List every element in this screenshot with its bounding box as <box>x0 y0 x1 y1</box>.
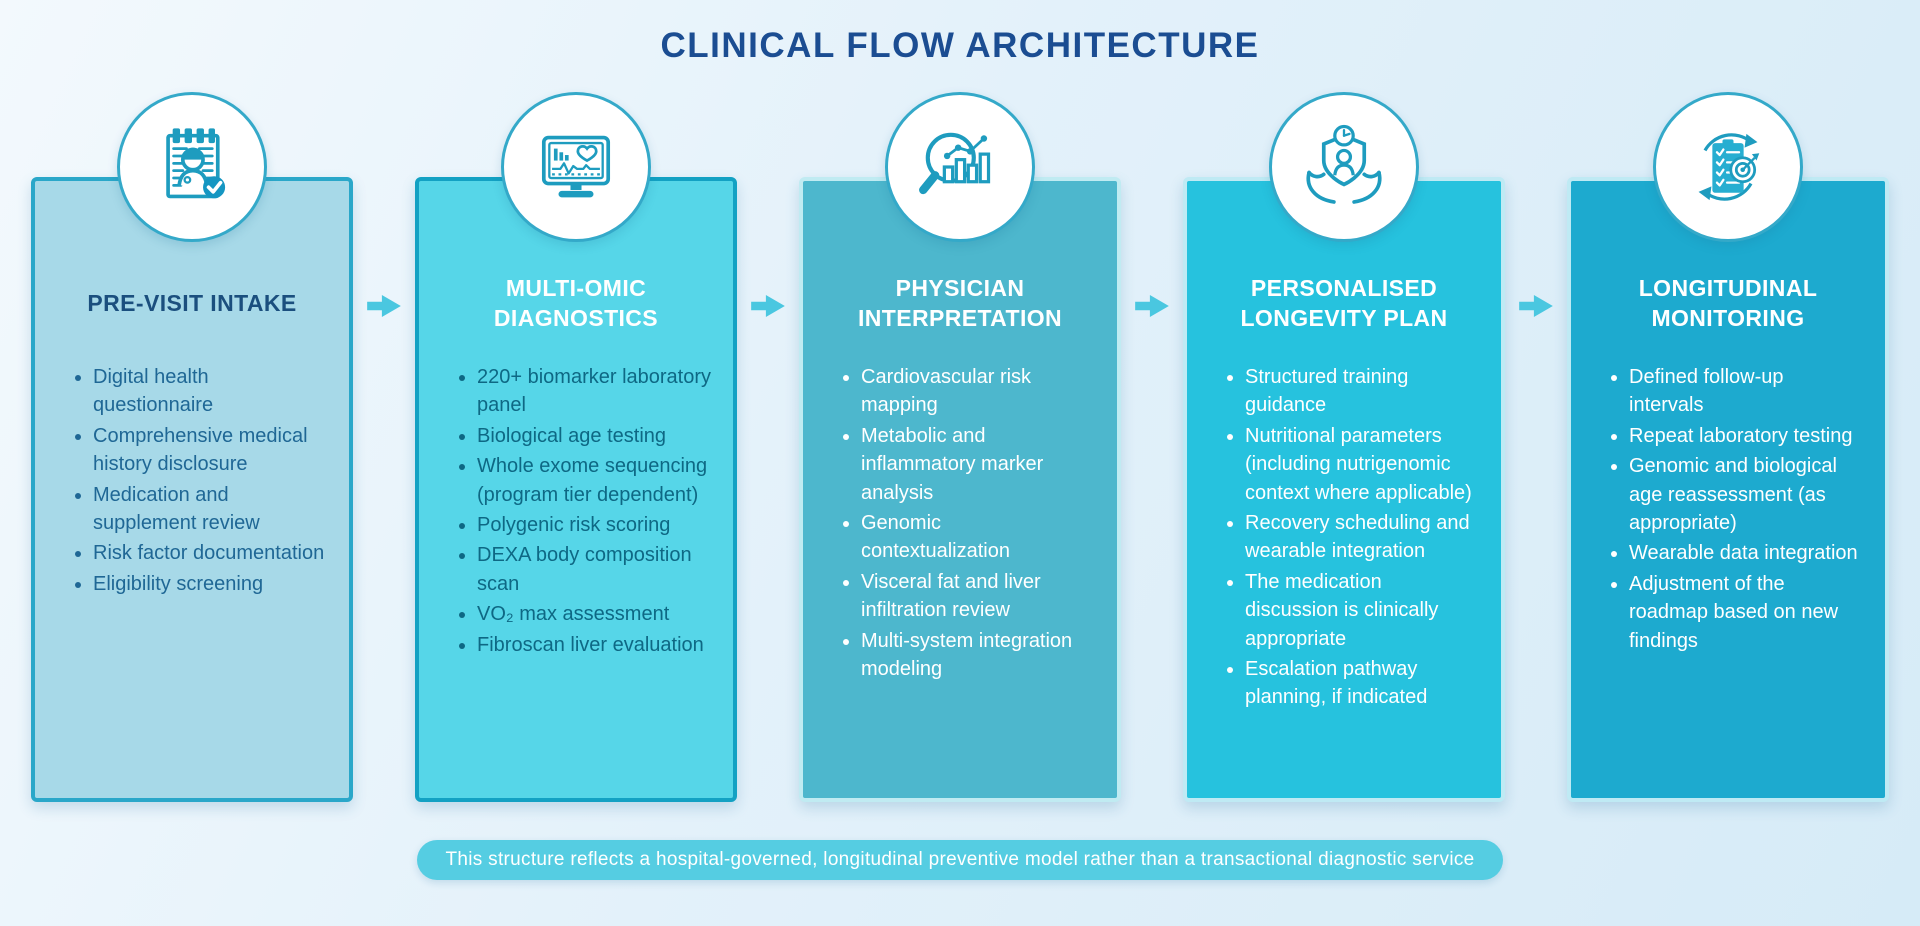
stage-items: Structured training guidanceNutritional … <box>1203 363 1485 712</box>
page-title: CLINICAL FLOW ARCHITECTURE <box>660 26 1260 65</box>
hands-shield-icon <box>1269 92 1419 242</box>
stage-card-body: PHYSICIAN INTERPRETATION Cardiovascular … <box>799 177 1121 802</box>
stage-card-4: PERSONALISED LONGEVITY PLAN Structured t… <box>1183 92 1505 802</box>
magnifier-chart-icon <box>885 92 1035 242</box>
stage-item: Medication and supplement review <box>93 481 327 538</box>
stage-item: VO₂ max assessment <box>477 600 711 628</box>
stage-card-2: MULTI-OMIC DIAGNOSTICS 220+ biomarker la… <box>415 92 737 802</box>
flow-arrow <box>353 92 415 320</box>
stage-items: Digital health questionnaireComprehensiv… <box>51 363 333 598</box>
stage-item: Escalation pathway planning, if indicate… <box>1245 655 1479 712</box>
stage-item: Structured training guidance <box>1245 363 1479 420</box>
stage-card-1: PRE-VISIT INTAKE Digital health question… <box>31 92 353 802</box>
stage-items: Defined follow-up intervalsRepeat labora… <box>1587 363 1869 655</box>
stage-item: The medication discussion is clinically … <box>1245 568 1479 653</box>
stage-item: Defined follow-up intervals <box>1629 363 1863 420</box>
stage-item: Genomic contextualization <box>861 509 1095 566</box>
stage-item: Digital health questionnaire <box>93 363 327 420</box>
flow-arrow <box>1121 92 1183 320</box>
footer-row: This structure reflects a hospital-gover… <box>0 840 1920 880</box>
stage-card-body: PERSONALISED LONGEVITY PLAN Structured t… <box>1183 177 1505 802</box>
stage-item: Wearable data integration <box>1629 539 1863 567</box>
stage-card-3: PHYSICIAN INTERPRETATION Cardiovascular … <box>799 92 1121 802</box>
stage-title: LONGITUDINAL MONITORING <box>1638 275 1818 331</box>
stage-title: PERSONALISED LONGEVITY PLAN <box>1240 275 1448 331</box>
stage-item: Repeat laboratory testing <box>1629 422 1863 450</box>
stage-items: Cardiovascular risk mappingMetabolic and… <box>819 363 1101 683</box>
stage-items: 220+ biomarker laboratory panelBiologica… <box>435 363 717 659</box>
stage-item: Nutritional parameters (including nutrig… <box>1245 422 1479 507</box>
flow-arrow <box>1505 92 1567 320</box>
stage-item: Eligibility screening <box>93 570 327 598</box>
stage-item: Risk factor documentation <box>93 539 327 567</box>
stage-item: Fibroscan liver evaluation <box>477 631 711 659</box>
stage-item: Genomic and biological age reassessment … <box>1629 452 1863 537</box>
stage-item: Polygenic risk scoring <box>477 511 711 539</box>
flow-arrow <box>737 92 799 320</box>
stage-item: Metabolic and inflammatory marker analys… <box>861 422 1095 507</box>
intake-form-icon <box>117 92 267 242</box>
infographic-root: CLINICAL FLOW ARCHITECTURE PRE-VISIT INT… <box>0 26 1920 926</box>
right-arrow-icon <box>367 294 401 318</box>
checklist-cycle-icon <box>1653 92 1803 242</box>
right-arrow-icon <box>1135 294 1169 318</box>
diagnostics-monitor-icon <box>501 92 651 242</box>
stage-item: Biological age testing <box>477 422 711 450</box>
stage-item: 220+ biomarker laboratory panel <box>477 363 711 420</box>
stage-item: Comprehensive medical history disclosure <box>93 422 327 479</box>
right-arrow-icon <box>1519 294 1553 318</box>
stage-item: Visceral fat and liver infiltration revi… <box>861 568 1095 625</box>
stage-item: Whole exome sequencing (program tier dep… <box>477 452 711 509</box>
stage-card-5: LONGITUDINAL MONITORING Defined follow-u… <box>1567 92 1889 802</box>
stage-item: DEXA body composition scan <box>477 541 711 598</box>
stage-card-body: MULTI-OMIC DIAGNOSTICS 220+ biomarker la… <box>415 177 737 802</box>
stage-title: MULTI-OMIC DIAGNOSTICS <box>493 275 659 331</box>
stage-item: Adjustment of the roadmap based on new f… <box>1629 570 1863 655</box>
stage-title: PRE-VISIT INTAKE <box>87 290 297 317</box>
stage-item: Recovery scheduling and wearable integra… <box>1245 509 1479 566</box>
footer-note: This structure reflects a hospital-gover… <box>417 840 1503 880</box>
stage-card-body: LONGITUDINAL MONITORING Defined follow-u… <box>1567 177 1889 802</box>
stage-item: Multi-system integration modeling <box>861 627 1095 684</box>
stage-card-body: PRE-VISIT INTAKE Digital health question… <box>31 177 353 802</box>
right-arrow-icon <box>751 294 785 318</box>
stage-item: Cardiovascular risk mapping <box>861 363 1095 420</box>
flow-row: PRE-VISIT INTAKE Digital health question… <box>0 92 1920 802</box>
stage-title: PHYSICIAN INTERPRETATION <box>857 275 1063 331</box>
